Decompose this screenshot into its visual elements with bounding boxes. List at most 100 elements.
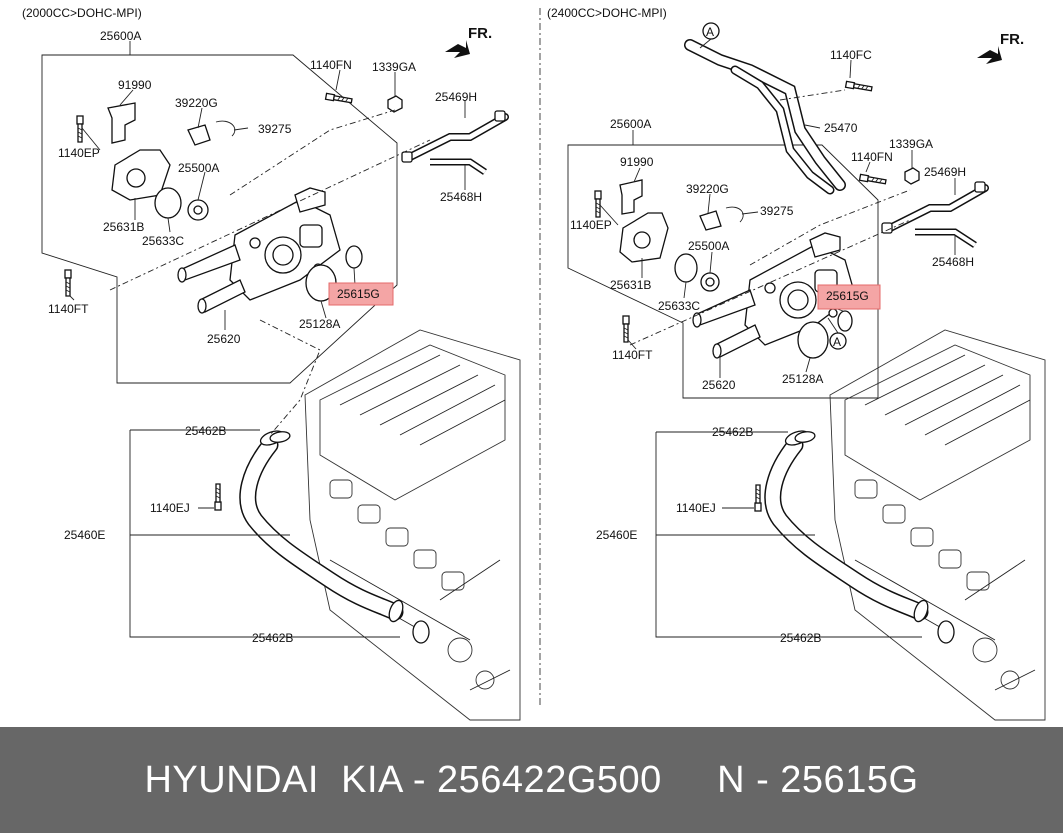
right-bolt-1140ej: [754, 484, 762, 512]
left-leader-25500a: [197, 171, 206, 201]
right-label-25462b-top: 25462B: [712, 425, 753, 439]
left-label-25500a: 25500A: [178, 161, 219, 175]
right-label-25462b-bottom: 25462B: [780, 631, 821, 645]
left-assembly-outline: [41, 54, 398, 384]
left-leader-39220g: [197, 107, 203, 129]
left-label-39275: 39275: [258, 122, 292, 136]
left-pipe-25468h-inner: [430, 160, 487, 174]
left-label-25468h: 25468H: [440, 190, 482, 204]
right-label-25128a: 25128A: [782, 372, 823, 386]
right-callout-a-mid-label: A: [833, 335, 841, 349]
right-clip-39275: [725, 206, 744, 223]
exploded-parts-diagram: (2000CC>DOHC-MPI) FR.: [22, 6, 1046, 721]
left-clip-39275: [215, 120, 236, 137]
left-thermostat-core: [193, 205, 203, 215]
right-thermostat-core: [705, 277, 715, 287]
left-leader-1140ft: [69, 295, 75, 301]
right-label-39275: 39275: [760, 204, 794, 218]
left-label-25128a: 25128A: [299, 317, 340, 331]
right-label-25600a: 25600A: [610, 117, 651, 131]
left-ring-25633c: [154, 187, 182, 219]
right-bolt-1140fc: [844, 80, 873, 93]
left-sensor-39220g: [187, 124, 211, 146]
right-engine-block: [829, 329, 1046, 721]
part-number-text: HYUNDAI KIA - 256422G500 N - 25615G: [144, 758, 919, 801]
right-label-1140ft: 1140FT: [612, 348, 653, 362]
left-label-1339ga: 1339GA: [372, 60, 416, 74]
right-bolt-1140fn: [858, 173, 887, 186]
left-label-39220g: 39220G: [175, 96, 218, 110]
right-oring-25615g: [837, 310, 853, 332]
right-label-25460e: 25460E: [596, 528, 637, 542]
right-leader-39275: [741, 211, 759, 215]
part-number-banner: HYUNDAI KIA - 256422G500 N - 25615G: [0, 727, 1063, 833]
left-leader-25615g: [353, 267, 356, 286]
right-assembly-outline: [567, 144, 879, 399]
left-label-1140fn: 1140FN: [310, 58, 352, 72]
left-label-25633c: 25633C: [142, 234, 184, 248]
left-leader-91990: [119, 89, 134, 106]
left-leader-25128a: [320, 300, 327, 319]
left-label-25600a: 25600A: [100, 29, 141, 43]
left-bolt-1140ep: [76, 115, 84, 143]
right-guide-1: [629, 219, 911, 346]
left-leader-39275: [233, 127, 249, 131]
left-guide-1: [109, 139, 431, 291]
left-label-25462b-bottom: 25462B: [252, 631, 293, 645]
right-label-25469h: 25469H: [924, 165, 966, 179]
right-bracket-91990: [619, 179, 643, 215]
right-front-direction-label: FR.: [1000, 31, 1024, 48]
right-front-arrow-icon: [977, 46, 1002, 64]
right-panel-2400cc: (2400CC>DOHC-MPI) FR. A: [547, 6, 1046, 721]
right-label-91990: 91990: [620, 155, 654, 169]
left-label-25631b: 25631B: [103, 220, 144, 234]
right-label-25633c: 25633C: [658, 299, 700, 313]
left-label-25460e: 25460E: [64, 528, 105, 542]
right-label-25631b: 25631B: [610, 278, 651, 292]
right-leader-1140ep: [599, 204, 619, 226]
left-label-91990: 91990: [118, 78, 152, 92]
right-label-1140fn: 1140FN: [851, 150, 893, 164]
right-label-1140ep: 1140EP: [570, 218, 612, 232]
right-leader-39220g: [707, 193, 711, 214]
right-pipe-25468h-inner: [915, 230, 977, 247]
right-leader-25633c: [683, 281, 687, 299]
right-label-25468h: 25468H: [932, 255, 974, 269]
left-engine-spec-heading: (2000CC>DOHC-MPI): [22, 6, 142, 20]
right-label-1140ej: 1140EJ: [676, 501, 716, 515]
right-callout-a-top-label: A: [706, 25, 714, 39]
right-ring-25633c: [674, 253, 698, 283]
left-engine-block: [304, 329, 521, 721]
right-label-1339ga: 1339GA: [889, 137, 933, 151]
left-leader-1140ep: [81, 127, 101, 151]
left-bolt-1140ft: [64, 269, 72, 297]
right-callout-leaders: [699, 38, 839, 334]
right-sensor-39220g: [699, 210, 722, 231]
left-bolt-1140fn: [324, 92, 353, 105]
left-label-25462b-top: 25462B: [185, 424, 226, 438]
right-bolt-1140ft: [622, 315, 630, 343]
left-label-1140ej: 1140EJ: [150, 501, 190, 515]
right-hose-leaders: [655, 431, 922, 638]
right-label-1140fc: 1140FC: [830, 48, 872, 62]
left-label-1140ep: 1140EP: [58, 146, 100, 160]
right-pipe-25469h: [882, 182, 985, 233]
left-label-1140ft: 1140FT: [48, 302, 89, 316]
right-leader-1140ft: [627, 339, 637, 350]
left-hose-leaders: [129, 429, 400, 638]
left-label-25469h: 25469H: [435, 90, 477, 104]
left-nut-1339ga: [387, 95, 403, 113]
right-label-39220g: 39220G: [686, 182, 729, 196]
right-bolt-1140ep: [594, 190, 602, 218]
left-guide-2: [229, 109, 396, 196]
right-pipe-25470-branch-inner: [732, 67, 833, 193]
right-leader-25470: [804, 124, 821, 129]
right-label-25470: 25470: [824, 121, 858, 135]
right-highlight-box: [817, 284, 881, 310]
left-guide-3: [259, 319, 321, 436]
right-guide-2: [749, 189, 911, 266]
right-engine-spec-heading: (2400CC>DOHC-MPI): [547, 6, 667, 20]
right-label-25500a: 25500A: [688, 239, 729, 253]
left-cover-port: [126, 168, 146, 188]
right-leader-25128a: [805, 357, 811, 373]
